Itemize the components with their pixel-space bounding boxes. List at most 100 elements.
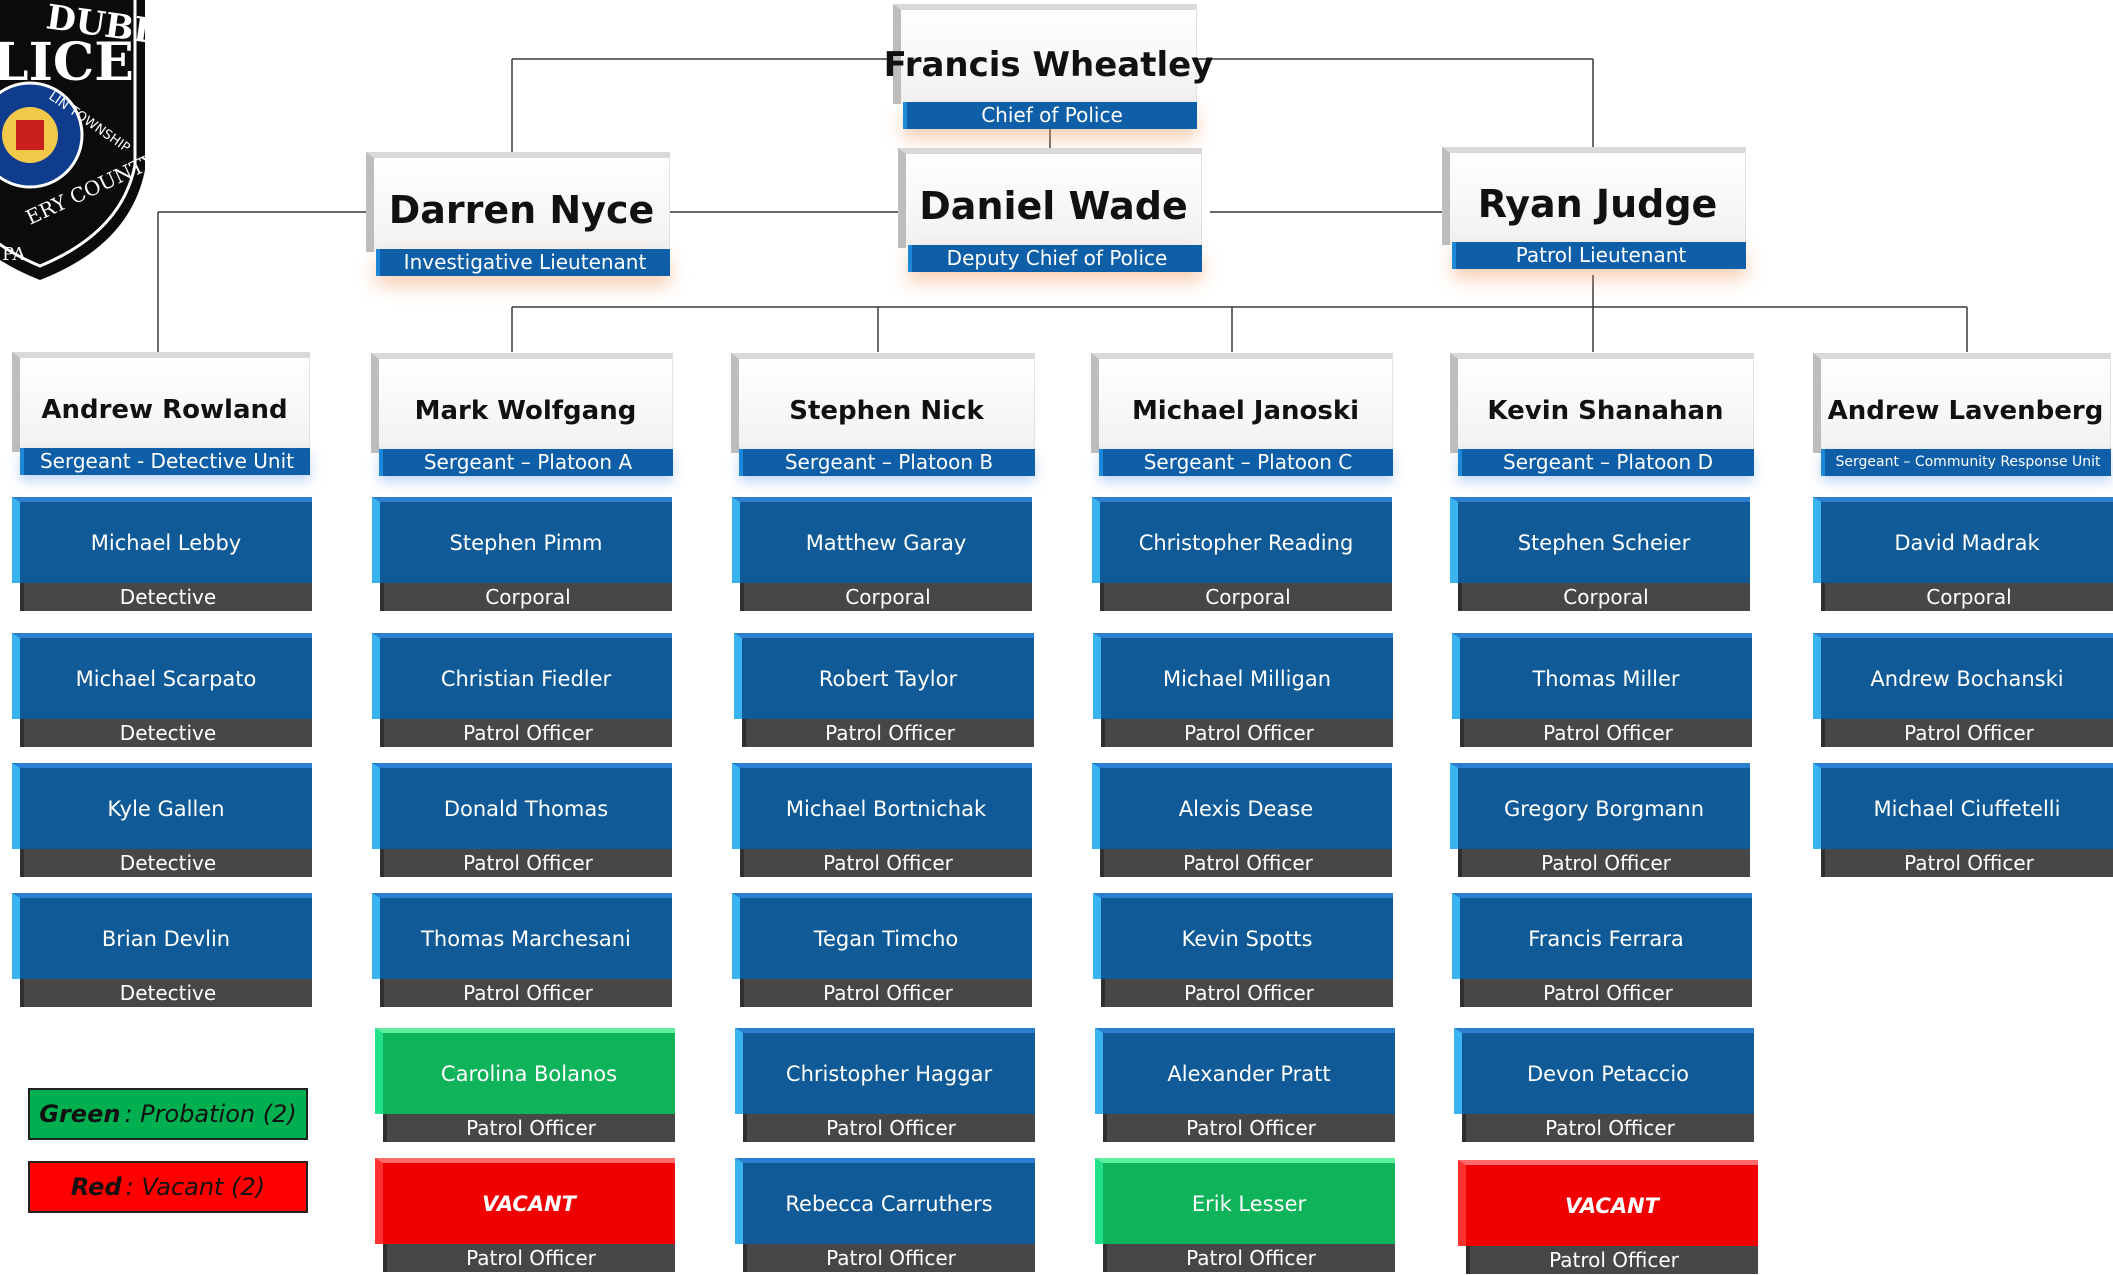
officer-name: Rebecca Carruthers	[735, 1158, 1035, 1244]
lieutenant-name: Daniel Wade	[898, 148, 1202, 248]
chief-box: Francis Wheatley Chief of Police	[884, 4, 1213, 129]
officer-name: Michael Scarpato	[12, 633, 312, 719]
officer-name: Michael Lebby	[12, 497, 312, 583]
officer-name: Michael Milligan	[1093, 633, 1393, 719]
officer-rank: Patrol Officer	[1103, 1244, 1395, 1272]
lieutenant-name: Darren Nyce	[366, 152, 670, 252]
legend-probation: Green : Probation (2)	[28, 1088, 308, 1140]
officer-name: Tegan Timcho	[732, 893, 1032, 979]
officer-rank: Patrol Officer	[1466, 1246, 1758, 1274]
legend-vacant-text: : Vacant (2)	[125, 1173, 266, 1201]
officer-name: VACANT	[375, 1158, 675, 1244]
officer-rank: Patrol Officer	[380, 849, 672, 877]
officer-name: Alexis Dease	[1092, 763, 1392, 849]
officer-rank: Patrol Officer	[1462, 1114, 1754, 1142]
sergeant-box-community-response: Andrew Lavenberg Sergeant – Community Re…	[1813, 353, 2111, 476]
officer-rank: Detective	[20, 583, 312, 611]
lieutenant-box-investigative: Darren Nyce Investigative Lieutenant	[366, 152, 670, 276]
officer-rank: Patrol Officer	[1101, 979, 1393, 1007]
officer-rank: Corporal	[1458, 583, 1750, 611]
sergeant-title: Sergeant – Platoon B	[739, 449, 1035, 476]
officer-rank: Detective	[20, 719, 312, 747]
sergeant-name: Kevin Shanahan	[1450, 353, 1754, 453]
officer-name: Michael Ciuffetelli	[1813, 763, 2113, 849]
officer-rank: Patrol Officer	[743, 1244, 1035, 1272]
sergeant-name: Andrew Rowland	[12, 352, 310, 452]
officer-name: Francis Ferrara	[1452, 893, 1752, 979]
officer-rank: Patrol Officer	[1100, 849, 1392, 877]
legend-probation-text: : Probation (2)	[124, 1100, 297, 1128]
officer-rank: Patrol Officer	[740, 979, 1032, 1007]
sergeant-box-platoon-c: Michael Janoski Sergeant – Platoon C	[1091, 353, 1393, 476]
officer-rank: Patrol Officer	[1821, 719, 2113, 747]
sergeant-box-platoon-a: Mark Wolfgang Sergeant – Platoon A	[371, 353, 673, 476]
officer-name: Devon Petaccio	[1454, 1028, 1754, 1114]
lieutenant-title: Investigative Lieutenant	[376, 249, 670, 276]
officer-rank: Patrol Officer	[743, 1114, 1035, 1142]
sergeant-name: Andrew Lavenberg	[1813, 353, 2111, 453]
sergeant-title: Sergeant – Community Response Unit	[1821, 449, 2111, 476]
officer-name: Carolina Bolanos	[375, 1028, 675, 1114]
officer-rank: Patrol Officer	[1458, 849, 1750, 877]
lieutenant-box-patrol: Ryan Judge Patrol Lieutenant	[1442, 147, 1746, 269]
sergeant-title: Sergeant – Platoon A	[379, 449, 673, 476]
officer-rank: Corporal	[740, 583, 1032, 611]
legend-probation-label: Green	[39, 1100, 121, 1128]
officer-rank: Patrol Officer	[740, 849, 1032, 877]
sergeant-box-platoon-d: Kevin Shanahan Sergeant – Platoon D	[1450, 353, 1754, 476]
chief-title: Chief of Police	[903, 102, 1197, 129]
officer-rank: Patrol Officer	[1821, 849, 2113, 877]
officer-rank: Patrol Officer	[742, 719, 1034, 747]
officer-rank: Patrol Officer	[1460, 719, 1752, 747]
officer-name: Christopher Reading	[1092, 497, 1392, 583]
officer-name: Kyle Gallen	[12, 763, 312, 849]
lieutenant-title: Patrol Lieutenant	[1452, 242, 1746, 269]
chief-name: Francis Wheatley	[884, 4, 1213, 104]
sergeant-name: Mark Wolfgang	[371, 353, 673, 453]
officer-rank: Patrol Officer	[383, 1114, 675, 1142]
officer-name: David Madrak	[1813, 497, 2113, 583]
sergeant-name: Michael Janoski	[1091, 353, 1393, 453]
legend-vacant: Red : Vacant (2)	[28, 1161, 308, 1213]
officer-rank: Patrol Officer	[380, 979, 672, 1007]
officer-rank: Patrol Officer	[1103, 1114, 1395, 1142]
officer-rank: Corporal	[1100, 583, 1392, 611]
officer-name: Christopher Haggar	[735, 1028, 1035, 1114]
officer-name: Robert Taylor	[734, 633, 1034, 719]
officer-rank: Patrol Officer	[380, 719, 672, 747]
lieutenant-box-deputy-chief: Daniel Wade Deputy Chief of Police	[898, 148, 1202, 272]
officer-name: Erik Lesser	[1095, 1158, 1395, 1244]
officer-name: Gregory Borgmann	[1450, 763, 1750, 849]
officer-name: Thomas Marchesani	[372, 893, 672, 979]
sergeant-name: Stephen Nick	[731, 353, 1035, 453]
police-badge-logo: DUBLIN LICE LIN TOWNSHIP ERY COUNTY PA	[0, 0, 150, 280]
officer-name: Stephen Pimm	[372, 497, 672, 583]
lieutenant-title: Deputy Chief of Police	[908, 245, 1202, 272]
sergeant-title: Sergeant – Platoon C	[1099, 449, 1393, 476]
officer-name: Kevin Spotts	[1093, 893, 1393, 979]
officer-name: Christian Fiedler	[372, 633, 672, 719]
sergeant-title: Sergeant – Platoon D	[1458, 449, 1754, 476]
officer-rank: Detective	[20, 979, 312, 1007]
